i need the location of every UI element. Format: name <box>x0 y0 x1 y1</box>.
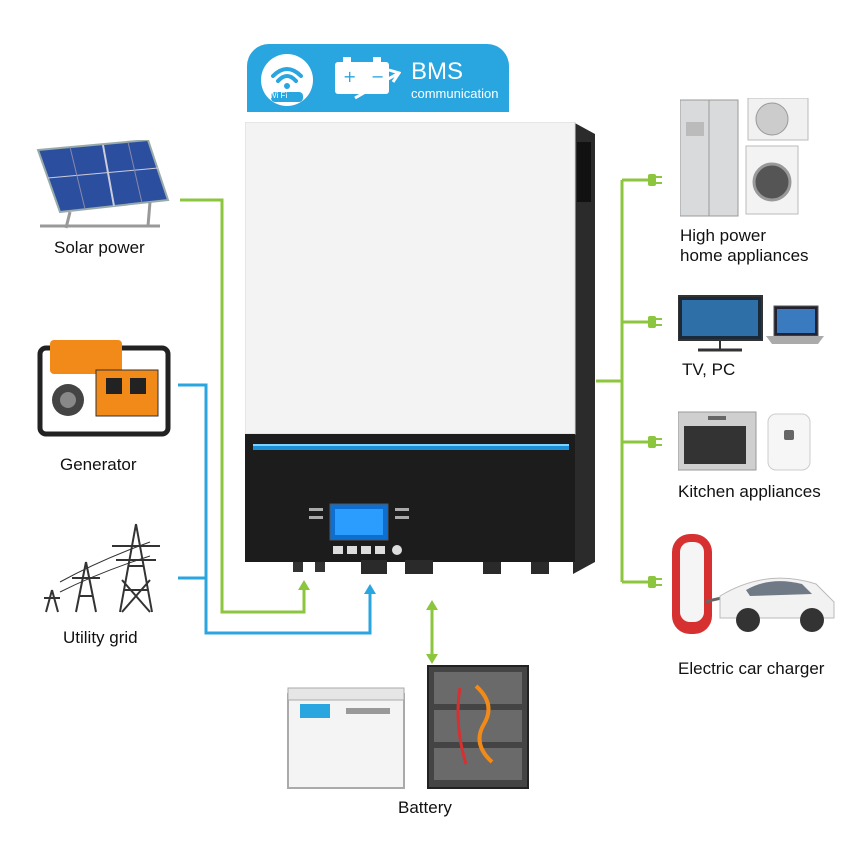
bms-title: BMS <box>411 58 464 85</box>
solar-power-label: Solar power <box>54 238 145 257</box>
bms-wifi-banner: Wi Fi + − BMS communication <box>247 44 509 112</box>
wifi-icon <box>261 54 313 106</box>
transmission-tower-icon <box>44 523 160 613</box>
fridge-washer-icon <box>680 98 809 217</box>
tv-laptop-icon <box>678 295 824 352</box>
tv-pc-label: TV, PC <box>682 360 736 379</box>
svg-text:−: − <box>371 67 384 86</box>
hybrid-inverter <box>245 122 595 574</box>
wifi-label: Wi Fi <box>269 91 288 100</box>
bms-subtitle: communication <box>411 86 499 101</box>
battery-stack-icon <box>287 665 529 789</box>
car-charger-icon <box>672 534 835 634</box>
high-power-label-line1: High power <box>680 226 766 245</box>
utility-grid-label: Utility grid <box>63 628 138 647</box>
ev-charger-label: Electric car charger <box>678 659 825 678</box>
inverter-icon <box>245 122 595 574</box>
svg-text:+: + <box>343 67 356 86</box>
solar-panel-icon <box>36 140 170 229</box>
high-power-label-line2: home appliances <box>680 246 809 265</box>
battery-label: Battery <box>398 798 452 817</box>
battery-arrow-icon: + − <box>335 57 401 100</box>
kitchen-label: Kitchen appliances <box>678 482 821 501</box>
generator-icon <box>37 340 171 437</box>
generator-label: Generator <box>60 455 137 474</box>
oven-icon <box>678 411 811 471</box>
